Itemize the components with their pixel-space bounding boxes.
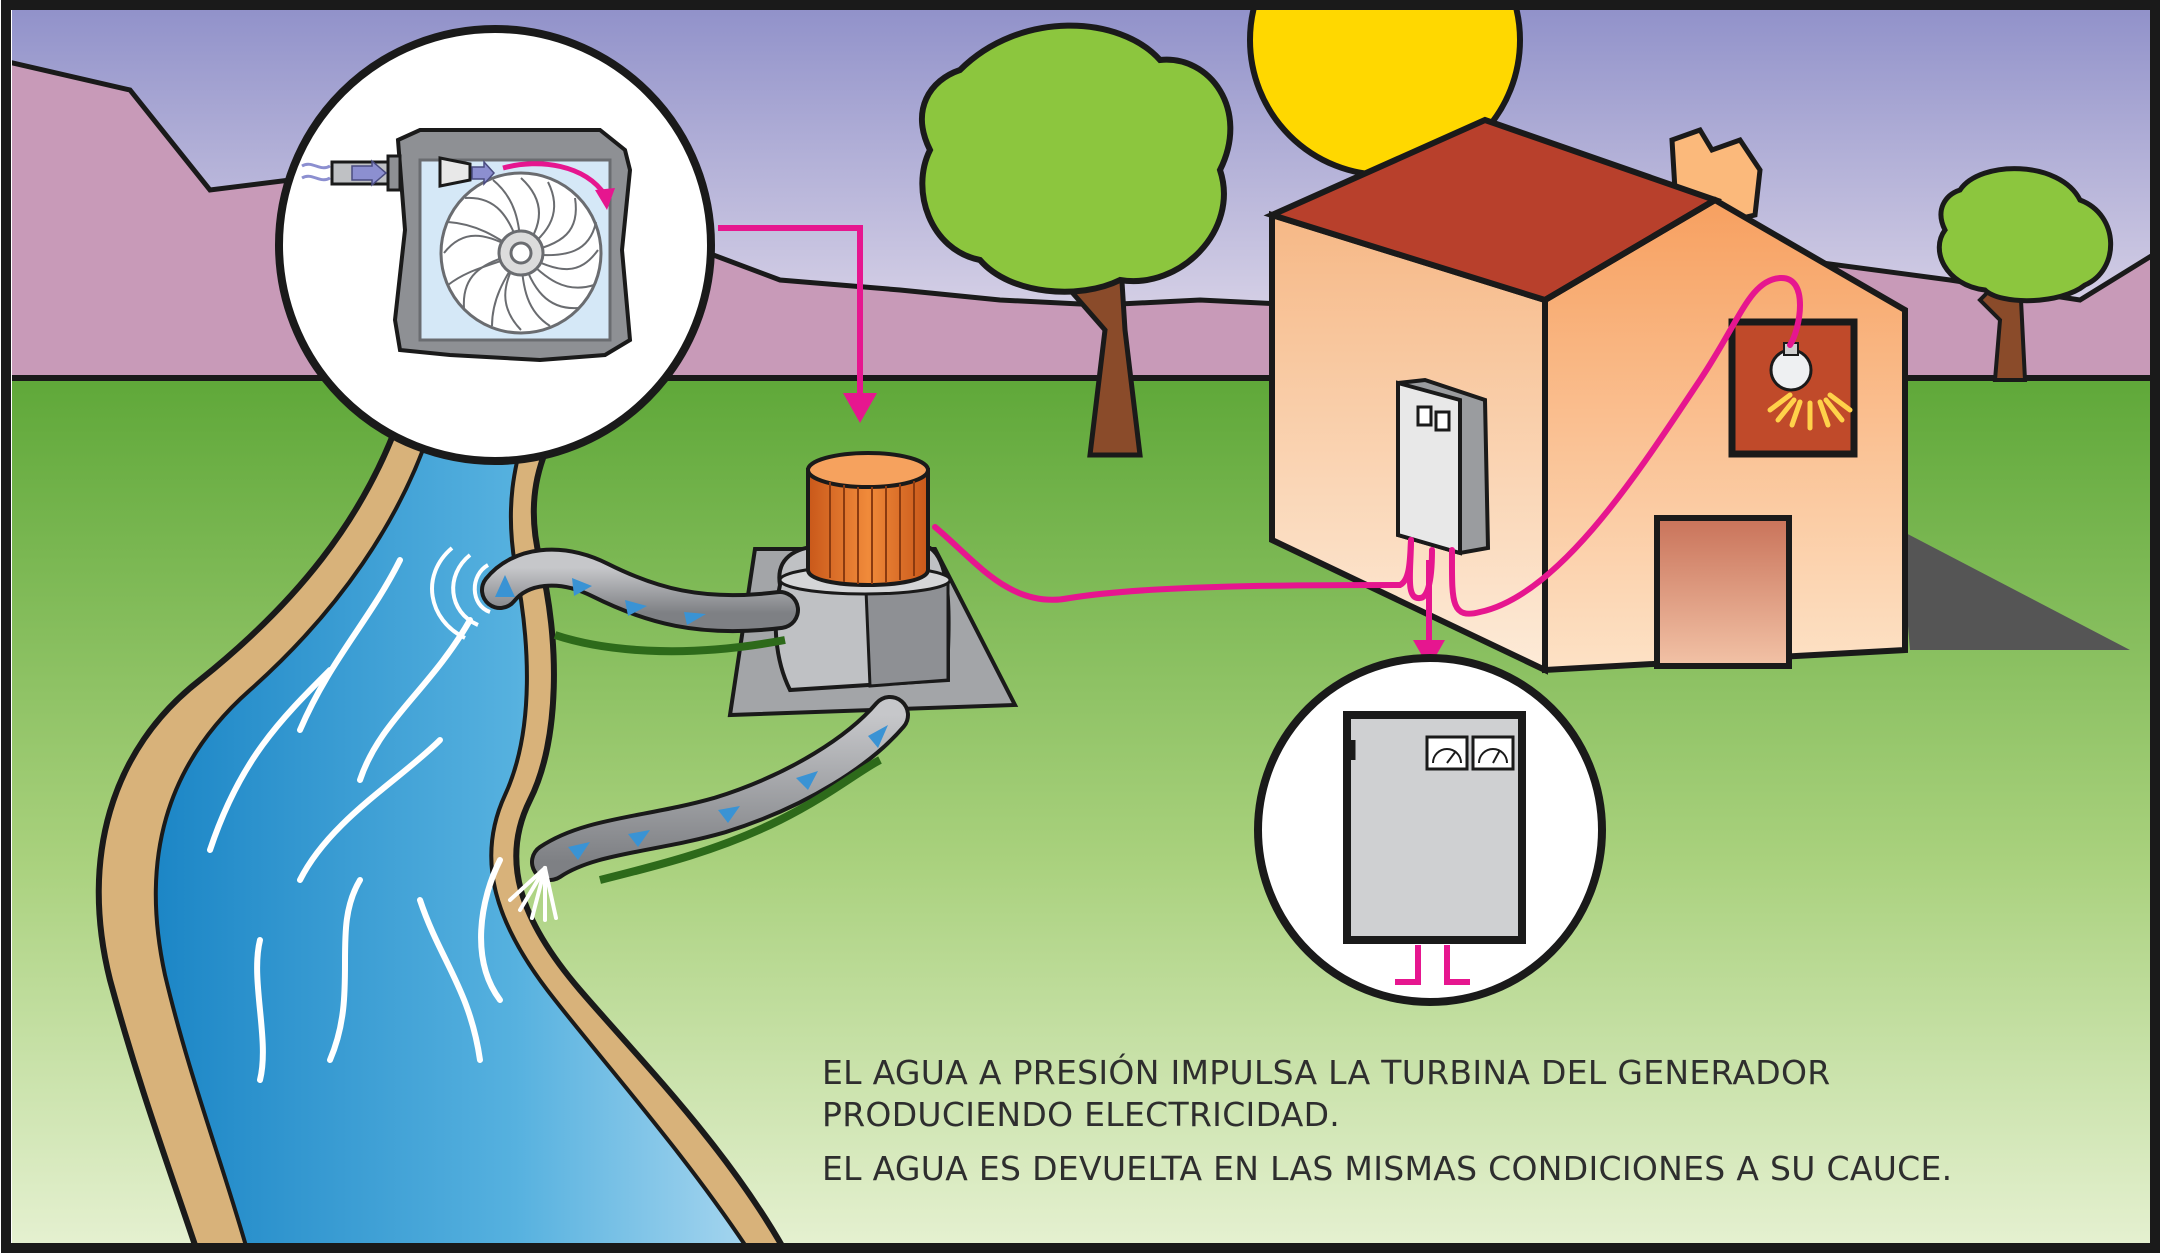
house-shadow <box>1900 530 2130 650</box>
arrow-to-control-panel <box>1413 560 1445 668</box>
outflow-hose <box>508 695 910 922</box>
tree-large <box>918 22 1234 458</box>
turbine-wheel-icon <box>439 171 603 335</box>
arrow-to-generator <box>718 225 877 423</box>
gauge-icon <box>1471 735 1515 771</box>
flow-arrow-icon <box>568 725 888 860</box>
control-panel-inset <box>1254 654 1606 1006</box>
river <box>153 428 749 1246</box>
intake-hose <box>480 547 800 656</box>
generator <box>806 451 930 587</box>
generator-unit <box>727 451 1019 718</box>
meter-box <box>1396 377 1491 556</box>
rotation-arrow-icon <box>502 161 615 210</box>
turbine-detail-inset <box>275 25 715 465</box>
door <box>1654 515 1792 669</box>
flow-arrow-icon <box>495 575 706 625</box>
caption: EL AGUA A PRESIÓN IMPULSA LA TURBINA DEL… <box>822 1052 2122 1190</box>
tree-small <box>1936 166 2114 382</box>
light-bulb-icon <box>1767 342 1853 431</box>
caption-line-3: EL AGUA ES DEVUELTA EN LAS MISMAS CONDIC… <box>822 1149 1953 1188</box>
house <box>1263 116 1908 675</box>
caption-line-1: EL AGUA A PRESIÓN IMPULSA LA TURBINA DEL… <box>822 1053 1831 1092</box>
river-current-lines <box>207 557 503 1083</box>
intake-ripples <box>430 546 491 640</box>
caption-line-2: PRODUCIENDO ELECTRICIDAD. <box>822 1095 1341 1134</box>
jet-arrow-icon <box>351 159 496 187</box>
gauge-icon <box>1425 735 1469 771</box>
water-splash <box>508 866 558 922</box>
